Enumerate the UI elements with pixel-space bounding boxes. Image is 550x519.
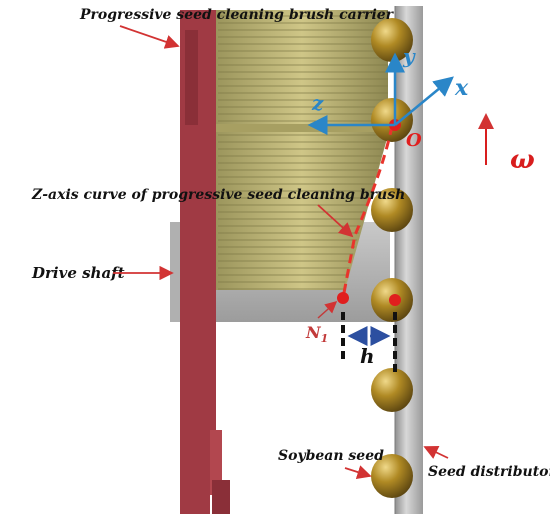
seed-distributor-pointer (423, 445, 449, 459)
cleaning-brush (200, 10, 388, 290)
origin-label: O (406, 130, 422, 151)
seed-distributor-label: Seed distributor (428, 464, 550, 480)
soybean-seed (371, 188, 413, 232)
soybean-seed (371, 454, 413, 498)
soybean-seed-label: Soybean seed (278, 448, 384, 464)
soybean-seeds (371, 18, 413, 498)
drive-shaft-label: Drive shaft (31, 264, 125, 282)
soybean-seed (371, 18, 413, 62)
axis-x-label: x (454, 75, 469, 101)
n1-point (337, 292, 349, 304)
soybean-seed-pointer (344, 465, 372, 480)
axis-y-label: y (402, 44, 416, 68)
brush-carrier (180, 10, 230, 514)
z-axis-curve (341, 125, 394, 299)
soybean-seed (371, 368, 413, 412)
axis-x-arrow (394, 76, 454, 126)
n1-pointer (317, 301, 338, 319)
omega-label: ω (510, 145, 535, 175)
z-curve-label: Z-axis curve of progressive seed cleanin… (31, 187, 405, 203)
carrier-label: Progressive seed cleaning brush carrier (79, 7, 395, 23)
axis-z-label: z (311, 91, 324, 115)
z-curve-pointer (317, 204, 354, 238)
h-label: h (360, 344, 375, 368)
seed-center-point (389, 294, 401, 306)
seed-distributor (395, 6, 423, 514)
carrier-pointer (119, 25, 180, 49)
n1-label: N1 (305, 323, 328, 345)
